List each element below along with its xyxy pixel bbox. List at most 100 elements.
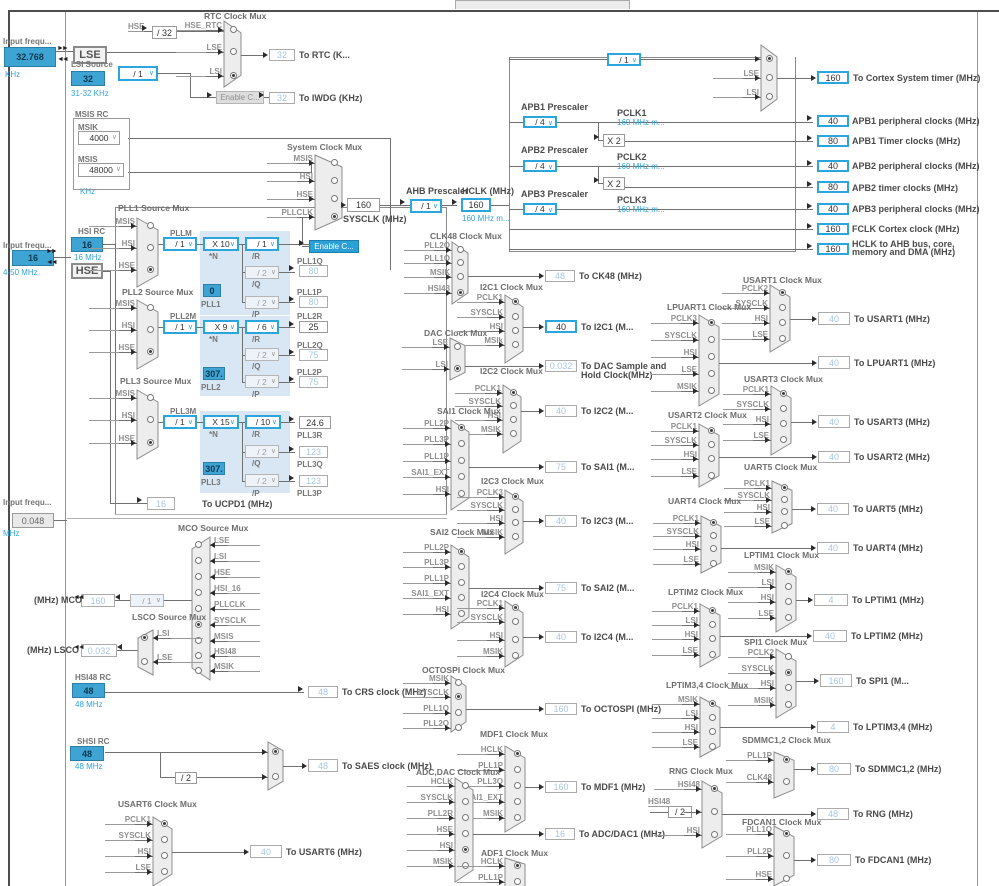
pll3-frac-value[interactable]: 307.: [203, 462, 225, 475]
adf1-clock-mux-radio-PLL1P[interactable]: [514, 878, 521, 885]
lptim34-clock-mux-radio-LSE[interactable]: [709, 743, 716, 750]
clk48-clock-mux-radio-MSIK[interactable]: [457, 273, 464, 280]
lptim1-clock-mux-radio-HSI[interactable]: [785, 598, 792, 605]
mco-source-mux-radio-PLLCLK[interactable]: [195, 605, 202, 612]
usart6-clock-mux-radio-SYSCLK[interactable]: [161, 836, 168, 843]
i2c3-clock-mux-radio-PCLK3[interactable]: [512, 493, 519, 500]
msis-freq-select[interactable]: 48000∨: [78, 163, 124, 177]
rng-clock-mux-radio-HSI48[interactable]: [711, 785, 718, 792]
mco-source-mux-radio-HSE[interactable]: [195, 573, 202, 580]
cortex-timer-mux-radio-LSI[interactable]: [766, 93, 773, 100]
lse-input-freq[interactable]: 32.768: [4, 47, 56, 67]
usart1-clock-mux-radio-PCLK2[interactable]: [779, 289, 786, 296]
usart3-clock-mux-radio-SYSCLK[interactable]: [780, 405, 787, 412]
uart4-clock-mux-radio-SYSCLK[interactable]: [710, 532, 717, 539]
adc-dac-clock-mux-radio-SYSCLK[interactable]: [462, 798, 469, 805]
mco-source-mux-radio-HSI_16[interactable]: [195, 589, 202, 596]
i2c3-clock-mux-radio-HSI[interactable]: [512, 519, 519, 526]
pll2n-select[interactable]: X 9∨: [203, 320, 239, 334]
rng-clock-mux-radio-1[interactable]: [711, 808, 718, 815]
pll1r-select[interactable]: / 1∨: [245, 237, 279, 251]
pll1-frac-value[interactable]: 0: [203, 284, 221, 297]
octospi-clock-mux-radio-PLL1Q[interactable]: [455, 709, 462, 716]
lsi-prediv-select[interactable]: / 1∨: [118, 66, 158, 81]
apb3-periph-value[interactable]: 40: [817, 203, 849, 215]
pll1-source-mux-radio-HSI[interactable]: [147, 244, 154, 251]
rng-clock-mux-radio-HSI[interactable]: [711, 831, 718, 838]
lptim34-clock-mux-radio-HSI[interactable]: [709, 728, 716, 735]
fdcan1-clock-mux-radio-PLL2P[interactable]: [783, 852, 790, 859]
pll3-source-mux-radio-HSE[interactable]: [147, 439, 154, 446]
octospi-clock-mux-radio-PLL2Q[interactable]: [455, 724, 462, 731]
apb1-timer-value[interactable]: 80: [817, 135, 849, 147]
i2c3-clock-mux-radio-SYSCLK[interactable]: [512, 506, 519, 513]
i2c1-clock-mux-radio-SYSCLK[interactable]: [512, 313, 519, 320]
sai2-clock-mux-radio-PLL3P[interactable]: [458, 563, 465, 570]
adc-dac-clock-mux-radio-HCLK[interactable]: [462, 782, 469, 789]
lptim1-clock-mux-radio-MSIK[interactable]: [785, 568, 792, 575]
usart6-clock-mux-radio-HSI[interactable]: [161, 852, 168, 859]
pll2-source-mux-radio-MSIS[interactable]: [147, 304, 154, 311]
apb1-prescaler-select[interactable]: / 4∨: [523, 116, 557, 128]
lptim2-clock-mux-radio-PCLK1[interactable]: [709, 607, 716, 614]
usart3-clock-mux-radio-PCLK1[interactable]: [780, 390, 787, 397]
i2c4-clock-mux-radio-SYSCLK[interactable]: [512, 618, 519, 625]
spi1-clock-mux-radio-PCLK2[interactable]: [785, 653, 792, 660]
mdf1-clock-mux-radio-MSIK[interactable]: [514, 814, 521, 821]
rtc-enable-button[interactable]: Enable C...: [216, 91, 264, 104]
sai2-clock-mux-radio-PLL1P[interactable]: [458, 579, 465, 586]
mdf1-clock-mux-radio-PLL3Q[interactable]: [514, 782, 521, 789]
i2c1-clock-mux-radio-PCLK1[interactable]: [512, 298, 519, 305]
uart4-clock-mux-radio-LSE[interactable]: [710, 560, 717, 567]
sdmmc12-clock-mux-radio-CLK48[interactable]: [783, 778, 790, 785]
pll-enable-button[interactable]: Enable C...: [309, 240, 359, 253]
pll3m-select[interactable]: / 1∨: [163, 415, 197, 429]
hse-source[interactable]: HSE: [71, 263, 103, 279]
i2c1-clock-mux-output-value[interactable]: 40: [545, 320, 577, 333]
lptim34-clock-mux-radio-LSI[interactable]: [709, 714, 716, 721]
lsco-source-mux-radio-LSI[interactable]: [141, 634, 148, 641]
dac-clock-mux-radio-LSI[interactable]: [454, 365, 461, 372]
mdf1-clock-mux-radio-SAI1_EXT[interactable]: [514, 798, 521, 805]
usart6-clock-mux-radio-LSE[interactable]: [161, 868, 168, 875]
pllm-select[interactable]: / 1∨: [163, 237, 197, 251]
spi1-clock-mux-radio-HSI[interactable]: [785, 684, 792, 691]
uart5-clock-mux-radio-SYSCLK[interactable]: [781, 496, 788, 503]
pll2m-select[interactable]: / 1∨: [163, 320, 197, 334]
sai1-clock-mux-radio-HSI[interactable]: [458, 490, 465, 497]
usart2-clock-mux-radio-PCLK1[interactable]: [708, 427, 715, 434]
msik-freq-select[interactable]: 4000∨: [78, 131, 120, 145]
system-clock-mux-radio-PLLCLK[interactable]: [331, 213, 338, 220]
pll2r-value[interactable]: 25: [299, 321, 328, 333]
lpuart1-clock-mux-radio-MSIK[interactable]: [708, 387, 715, 394]
adc-dac-clock-mux-radio-MSIK[interactable]: [462, 862, 469, 869]
uart4-clock-mux-radio-PCLK1[interactable]: [710, 519, 717, 526]
usart1-clock-mux-radio-HSI[interactable]: [779, 319, 786, 326]
lptim2-clock-mux-radio-LSI[interactable]: [709, 621, 716, 628]
system-clock-mux-radio-HSE[interactable]: [331, 195, 338, 202]
apb2-periph-value[interactable]: 40: [817, 160, 849, 172]
usart3-clock-mux-radio-HSI[interactable]: [780, 420, 787, 427]
sai2-clock-mux-radio-SAI1_EXT[interactable]: [458, 594, 465, 601]
sai1-clock-mux-radio-SAI1_EXT[interactable]: [458, 473, 465, 480]
mco-source-mux-radio-SYSCLK[interactable]: [195, 621, 202, 628]
apb1-periph-value[interactable]: 40: [817, 115, 849, 127]
uart5-clock-mux-radio-PCLK1[interactable]: [781, 484, 788, 491]
lsco-source-mux-radio-LSE[interactable]: [141, 658, 148, 665]
lpuart1-clock-mux-radio-SYSCLK[interactable]: [708, 336, 715, 343]
apb3-prescaler-select[interactable]: / 4∨: [523, 203, 557, 215]
pll2-source-mux-radio-HSI[interactable]: [147, 326, 154, 333]
system-clock-mux-radio-MSIS[interactable]: [331, 159, 338, 166]
fclk-value[interactable]: 160: [817, 223, 849, 235]
pll1-source-mux-radio-HSE[interactable]: [147, 266, 154, 273]
rtc-clock-mux-radio-LSE[interactable]: [230, 48, 237, 55]
cortex-timer-div-select[interactable]: / 1∨: [607, 53, 641, 66]
clk48-clock-mux-radio-PLL1Q[interactable]: [457, 259, 464, 266]
usart2-clock-mux-radio-SYSCLK[interactable]: [708, 441, 715, 448]
apb2-prescaler-select[interactable]: / 4∨: [523, 160, 557, 172]
i2c2-clock-mux-radio-MSIK[interactable]: [510, 430, 517, 437]
clk48-clock-mux-radio-HSI48[interactable]: [457, 289, 464, 296]
sai2-clock-mux-radio-HSI[interactable]: [458, 610, 465, 617]
ahb-prescaler-select[interactable]: / 1∨: [410, 199, 442, 213]
mco-source-mux-radio-MSIK[interactable]: [195, 667, 202, 674]
